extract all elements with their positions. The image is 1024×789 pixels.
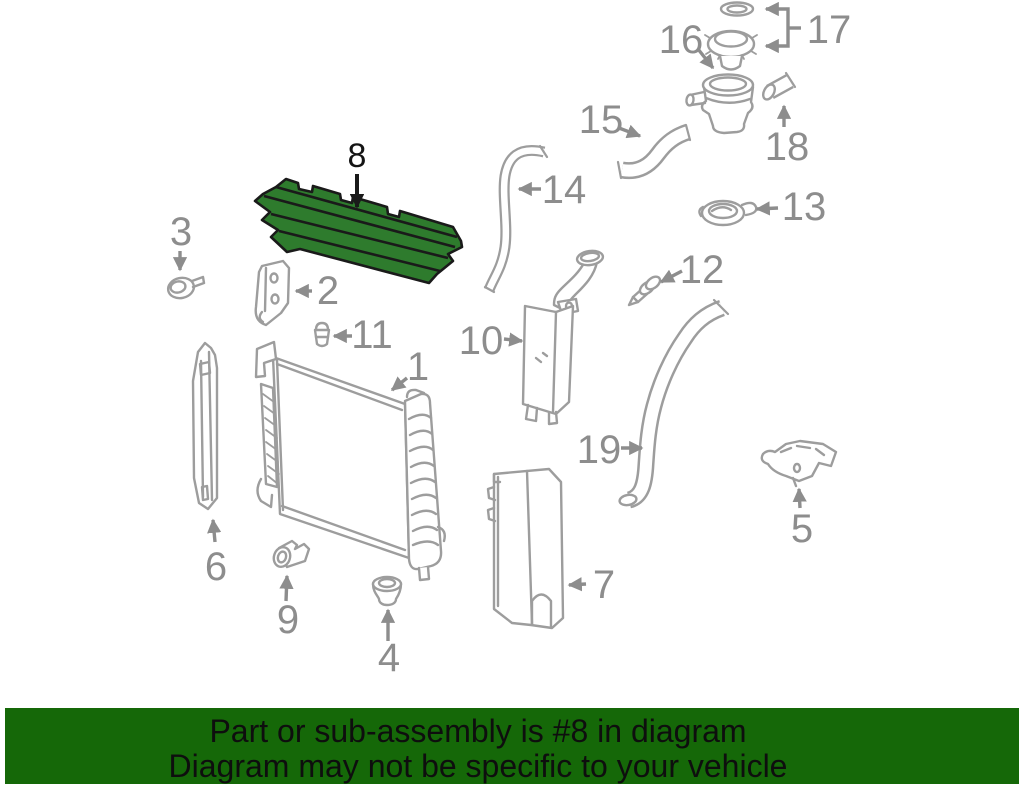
part-bracket-2: [254, 259, 291, 327]
callout-16-arrow: [696, 47, 715, 70]
callout-4: 4: [378, 608, 400, 680]
part-upper-hose-15: [616, 123, 692, 180]
callout-12-label: 12: [680, 248, 725, 292]
callout-18-label: 18: [765, 125, 810, 169]
callout-6-arrow: [207, 518, 222, 543]
callout-12: 12: [659, 248, 725, 292]
callout-17-label: 17: [807, 8, 852, 52]
callout-13: 13: [755, 185, 827, 229]
callout-6: 6: [205, 518, 227, 589]
callouts: 1 2 3 4 5 6 7 8: [170, 1, 852, 680]
banner-line-1: Part or sub-assembly is #8 in diagram: [209, 713, 747, 749]
callout-16: 16: [659, 18, 715, 70]
diagram-canvas: 1 2 3 4 5 6 7 8: [166, 1, 852, 680]
callout-9-label: 9: [277, 598, 299, 642]
callout-9: 9: [277, 574, 299, 642]
callout-12-arrow: [659, 269, 683, 284]
part-radiator-1: [254, 340, 446, 582]
callout-13-arrow: [755, 201, 779, 216]
callout-8-label: 8: [348, 137, 367, 175]
part-rivet-12: [627, 275, 662, 307]
callout-5-arrow: [792, 487, 807, 509]
callout-13-label: 13: [782, 185, 827, 229]
callout-17: 17: [764, 1, 852, 54]
callout-15: 15: [579, 98, 642, 142]
callout-11: 11: [332, 313, 393, 357]
callout-10: 10: [459, 319, 524, 363]
part-bracket-5: [760, 439, 838, 488]
callout-18: 18: [765, 104, 810, 169]
callout-9-arrow: [279, 574, 294, 602]
part-bolt-3: [166, 275, 206, 300]
callout-11-label: 11: [351, 313, 393, 357]
callout-8-highlighted: 8: [348, 137, 367, 209]
banner-text: Part or sub-assembly is #8 in diagram Di…: [5, 714, 1019, 784]
callout-15-arrow: [618, 124, 642, 139]
callout-2: 2: [294, 269, 339, 313]
callout-14: 14: [517, 168, 587, 212]
callout-4-label: 4: [378, 636, 400, 680]
part-clip-11: [313, 321, 331, 348]
callout-1-arrow: [390, 376, 409, 392]
part-overflow-hose-14: [483, 144, 549, 294]
part-cap-and-gasket-17: [704, 1, 758, 71]
callout-7-arrow: [567, 577, 587, 592]
callout-10-arrow: [503, 332, 524, 347]
part-fitting-9: [272, 539, 311, 569]
callout-19-label: 19: [577, 428, 622, 472]
callout-3: 3: [170, 210, 192, 272]
part-filler-neck-16: [685, 73, 755, 135]
callout-6-label: 6: [205, 545, 227, 589]
callout-19: 19: [577, 428, 644, 472]
banner-line-2: Diagram may not be specific to your vehi…: [168, 748, 788, 784]
callout-10-label: 10: [459, 319, 504, 363]
callout-17-bracket: [764, 1, 790, 54]
callout-7-label: 7: [593, 563, 615, 607]
callout-15-label: 15: [579, 98, 624, 142]
callout-5-label: 5: [791, 507, 813, 551]
part-lower-hose-19: [618, 298, 730, 509]
part-side-seal-6: [191, 341, 219, 511]
part-grommet-4: [371, 575, 403, 607]
part-tube-18: [762, 71, 797, 101]
part-reservoir-10: [521, 249, 605, 426]
callout-1: 1: [390, 345, 429, 392]
part-side-baffle-7: [486, 467, 565, 630]
callout-1-label: 1: [407, 345, 429, 389]
part-reservoir-cap-13: [698, 199, 758, 227]
highlight-banner: Part or sub-assembly is #8 in diagram Di…: [5, 708, 1019, 784]
callout-2-label: 2: [317, 269, 339, 313]
callout-5: 5: [791, 487, 813, 551]
callout-14-label: 14: [542, 168, 587, 212]
part-air-baffle-8-highlighted: [253, 177, 464, 285]
callout-3-label: 3: [170, 210, 192, 254]
callout-7: 7: [567, 563, 615, 607]
callout-16-label: 16: [659, 18, 704, 62]
